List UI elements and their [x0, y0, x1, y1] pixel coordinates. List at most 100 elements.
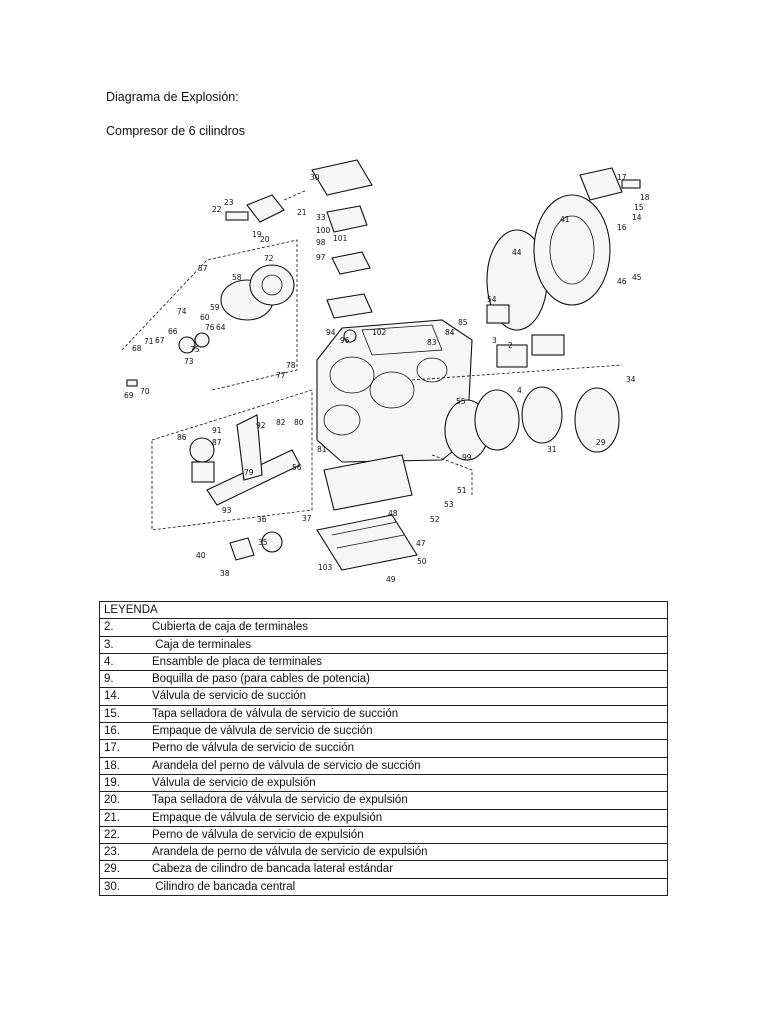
callout-label: 73 — [184, 357, 194, 366]
legend-cell: 21.Empaque de válvula de servicio de exp… — [99, 808, 668, 827]
legend-row: 9.Boquilla de paso (para cables de poten… — [99, 670, 668, 689]
legend-item-number: 15. — [104, 707, 120, 720]
legend-row: 18. Arandela del perno de válvula de serv… — [99, 756, 668, 775]
legend-item-number: 22. — [104, 828, 120, 841]
legend-item-number: 23. — [104, 846, 120, 859]
legend-cell: 18. Arandela del perno de válvula de serv… — [99, 756, 668, 775]
callout-label: 19 — [252, 230, 262, 239]
cylinder-head-top — [311, 159, 373, 343]
callout-label: 46 — [617, 277, 627, 286]
legend-row: 21.Empaque de válvula de servicio de exp… — [99, 808, 668, 827]
callout-label: 18 — [640, 193, 650, 202]
legend-item-description: Perno de válvula de servicio de expulsió… — [152, 828, 364, 841]
discharge-valve — [225, 189, 308, 223]
legend-row: 4.Ensamble de placa de terminales — [99, 652, 668, 672]
suction-valve — [579, 167, 641, 201]
callout-label: 100 — [316, 226, 331, 235]
callout-label: 54 — [487, 295, 497, 304]
callout-label: 87 — [212, 438, 222, 447]
callout-label: 96 — [340, 336, 350, 345]
legend-cell: 17. Perno de válvula de servicio de succi… — [99, 739, 668, 758]
legend-cell: 9.Boquilla de paso (para cables de poten… — [99, 670, 668, 689]
legend-item-description: Válvula de servicio de expulsión — [152, 776, 316, 789]
legend-row: 23. Arandela de perno de válvula de servi… — [99, 843, 668, 862]
legend-row: 15. Tapa selladora de válvula de servicio… — [99, 704, 668, 724]
legend-item-number: 19. — [104, 776, 120, 789]
callout-label: 82 — [276, 418, 286, 427]
callout-label: 92 — [256, 421, 266, 430]
legend-item-description: Perno de válvula de servicio de succión — [152, 742, 355, 755]
callout-label: 67 — [155, 336, 165, 345]
callout-label: 85 — [458, 318, 468, 327]
legend-cell: 29.Cabeza de cilindro de bancada lateral… — [99, 860, 668, 879]
callout-label: 80 — [294, 418, 304, 427]
legend-item-description: Tapa selladora de válvula de servicio de… — [152, 707, 399, 720]
callout-label: 72 — [264, 254, 274, 263]
bottom-plate — [229, 454, 418, 571]
callout-label: 44 — [512, 248, 522, 257]
callout-label: 58 — [232, 273, 242, 282]
legend-row: 2.Cubierta de caja de terminales — [99, 618, 668, 637]
callout-label: 36 — [257, 515, 267, 524]
legend-item-description: Arandela del perno de válvula de servici… — [152, 759, 421, 772]
legend-row: 16.Empaque de válvula de servicio de suc… — [99, 722, 668, 741]
callout-label: 34 — [626, 375, 636, 384]
legend-item-description: Boquilla de paso (para cables de potenci… — [152, 673, 371, 686]
callout-label: 64 — [216, 323, 226, 332]
exploded-diagram: 2 3 4 14 15 16 17 18 19 20 21 22 23 29 3… — [121, 159, 650, 584]
callout-label: 60 — [200, 313, 210, 322]
callout-label: 84 — [445, 328, 455, 337]
callout-label: 76 — [205, 323, 215, 332]
callout-label: 31 — [547, 445, 557, 454]
callout-label: 98 — [316, 238, 326, 247]
legend-item-description: Cilindro de bancada central — [152, 880, 296, 893]
legend-item-description: Caja de terminales — [152, 638, 252, 651]
callout-label: 14 — [632, 213, 642, 222]
callout-label: 83 — [427, 338, 437, 347]
legend-item-description: Válvula de servicio de succión — [152, 690, 307, 703]
motor-assembly — [486, 194, 611, 368]
callout-label: 4 — [517, 386, 522, 395]
callout-label: 102 — [372, 328, 387, 337]
legend-item-description: Arandela de perno de válvula de servicio… — [152, 846, 428, 859]
legend-cell: 2.Cubierta de caja de terminales — [99, 618, 668, 637]
legend-row: 20.Tapa selladora de válvula de servicio… — [99, 791, 668, 810]
callout-label: 20 — [260, 235, 270, 244]
legend-item-number: 17. — [104, 742, 120, 755]
legend-item-number: 18. — [104, 759, 120, 772]
legend-item-number: 14. — [104, 690, 120, 703]
legend-row: 30. Cilindro de bancada central — [99, 877, 668, 897]
callout-label: 86 — [177, 433, 187, 442]
callout-label: 40 — [196, 551, 206, 560]
callout-label: 2 — [508, 341, 513, 350]
callout-label: 70 — [140, 387, 150, 396]
callout-label: 94 — [326, 328, 336, 337]
callout-label: 68 — [132, 344, 142, 353]
callout-label: 78 — [286, 361, 296, 370]
callout-label: 75 — [190, 345, 200, 354]
callout-label: 71 — [144, 337, 154, 346]
callout-label: 74 — [177, 307, 187, 316]
callout-label: 77 — [276, 371, 286, 380]
legend-item-number: 2. — [104, 621, 114, 634]
callout-label: 52 — [430, 515, 440, 524]
legend-cell: 19. Válvula de servicio de expulsión — [99, 773, 668, 793]
callout-labels: 2 3 4 14 15 16 17 18 19 20 21 22 23 29 3… — [124, 173, 650, 584]
callout-label: 33 — [316, 213, 326, 222]
callout-label: 50 — [417, 557, 427, 566]
callout-label: 66 — [168, 327, 178, 336]
legend-item-number: 20. — [104, 794, 120, 807]
legend-item-number: 3. — [104, 638, 114, 651]
callout-label: 38 — [220, 569, 230, 578]
callout-label: 16 — [617, 223, 627, 232]
callout-label: 69 — [124, 391, 134, 400]
callout-label: 35 — [258, 538, 268, 547]
callout-label: 103 — [318, 563, 333, 572]
callout-label: 57 — [198, 264, 208, 273]
legend-row: 19. Válvula de servicio de expulsión — [99, 773, 668, 793]
callout-label: 21 — [297, 208, 307, 217]
legend-table: LEYENDA 2.Cubierta de caja de terminales… — [99, 600, 668, 897]
legend-item-number: 30. — [104, 880, 120, 893]
legend-item-description: Cabeza de cilindro de bancada lateral es… — [152, 863, 394, 876]
legend-item-number: 16. — [104, 725, 120, 738]
